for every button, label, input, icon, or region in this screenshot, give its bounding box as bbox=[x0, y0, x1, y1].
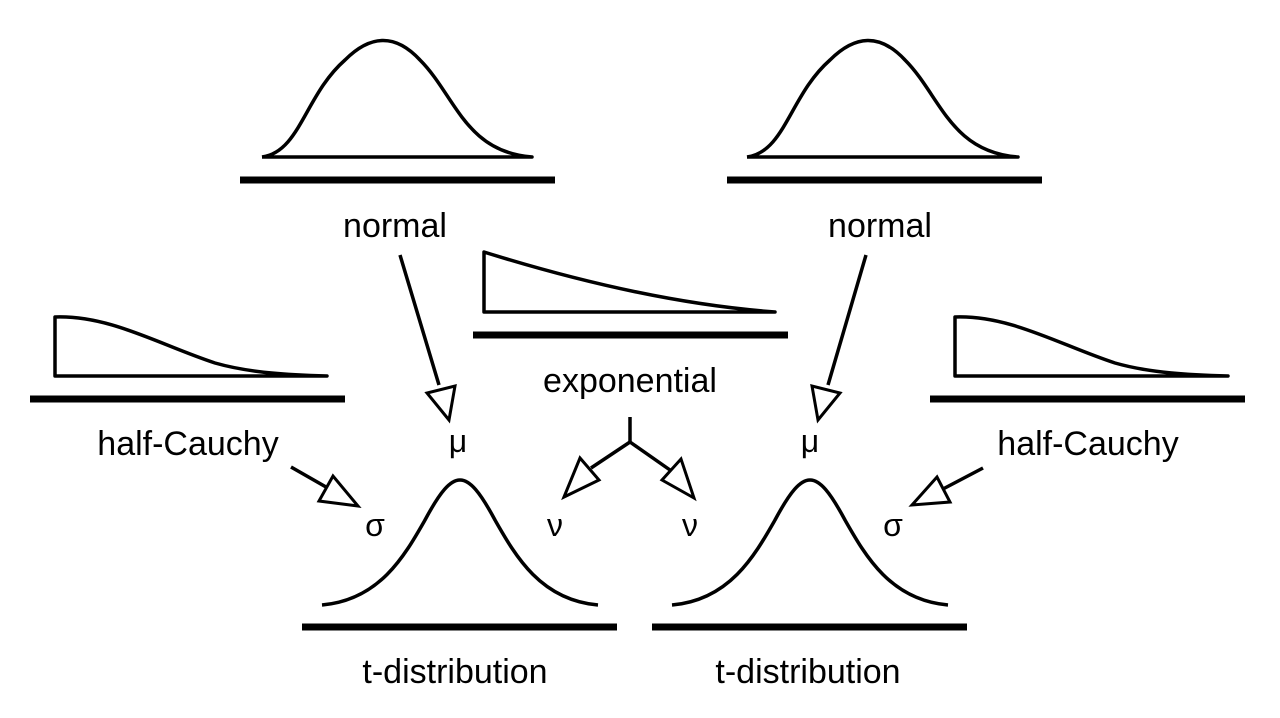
half-cauchy-right-curve bbox=[953, 315, 1230, 378]
half-cauchy-left-curve bbox=[53, 315, 329, 378]
normal-left-curve bbox=[261, 38, 534, 159]
sigma-left-symbol: σ bbox=[365, 507, 385, 543]
exponential-label: exponential bbox=[543, 362, 717, 400]
t-distribution-right-node: t-distribution bbox=[652, 478, 967, 691]
normal-right-node: normal bbox=[727, 38, 1042, 245]
half-cauchy-left-node: half-Cauchy bbox=[30, 315, 345, 463]
arrow-half-cauchy-left-to-sigma bbox=[290, 465, 362, 508]
normal-left-label: normal bbox=[343, 207, 447, 245]
nu-left-symbol: ν bbox=[547, 507, 563, 543]
mu-right-symbol: μ bbox=[801, 423, 819, 459]
arrow-normal-right-to-mu bbox=[810, 254, 868, 424]
t-distribution-left-curve bbox=[321, 478, 599, 607]
normal-right-label: normal bbox=[828, 207, 932, 245]
mu-left-symbol: μ bbox=[449, 423, 467, 459]
t-distribution-left-label: t-distribution bbox=[362, 653, 547, 691]
exponential-curve bbox=[482, 250, 777, 314]
t-distribution-left-node: t-distribution bbox=[302, 478, 617, 691]
normal-right-curve bbox=[746, 38, 1020, 159]
arrow-exponential-to-nu-left bbox=[561, 440, 631, 501]
sigma-right-symbol: σ bbox=[883, 507, 903, 543]
half-cauchy-right-node: half-Cauchy bbox=[930, 315, 1245, 463]
t-distribution-right-label: t-distribution bbox=[715, 653, 900, 691]
normal-left-node: normal bbox=[240, 38, 555, 245]
half-cauchy-right-label: half-Cauchy bbox=[997, 425, 1178, 463]
half-cauchy-left-label: half-Cauchy bbox=[97, 425, 278, 463]
exponential-node: exponential bbox=[473, 250, 788, 400]
arrow-normal-left-to-mu bbox=[398, 254, 457, 424]
nu-right-symbol: ν bbox=[682, 507, 698, 543]
t-distribution-right-curve bbox=[671, 478, 949, 607]
arrow-half-cauchy-right-to-sigma bbox=[908, 466, 984, 507]
arrow-exponential-to-nu-right bbox=[628, 440, 697, 502]
